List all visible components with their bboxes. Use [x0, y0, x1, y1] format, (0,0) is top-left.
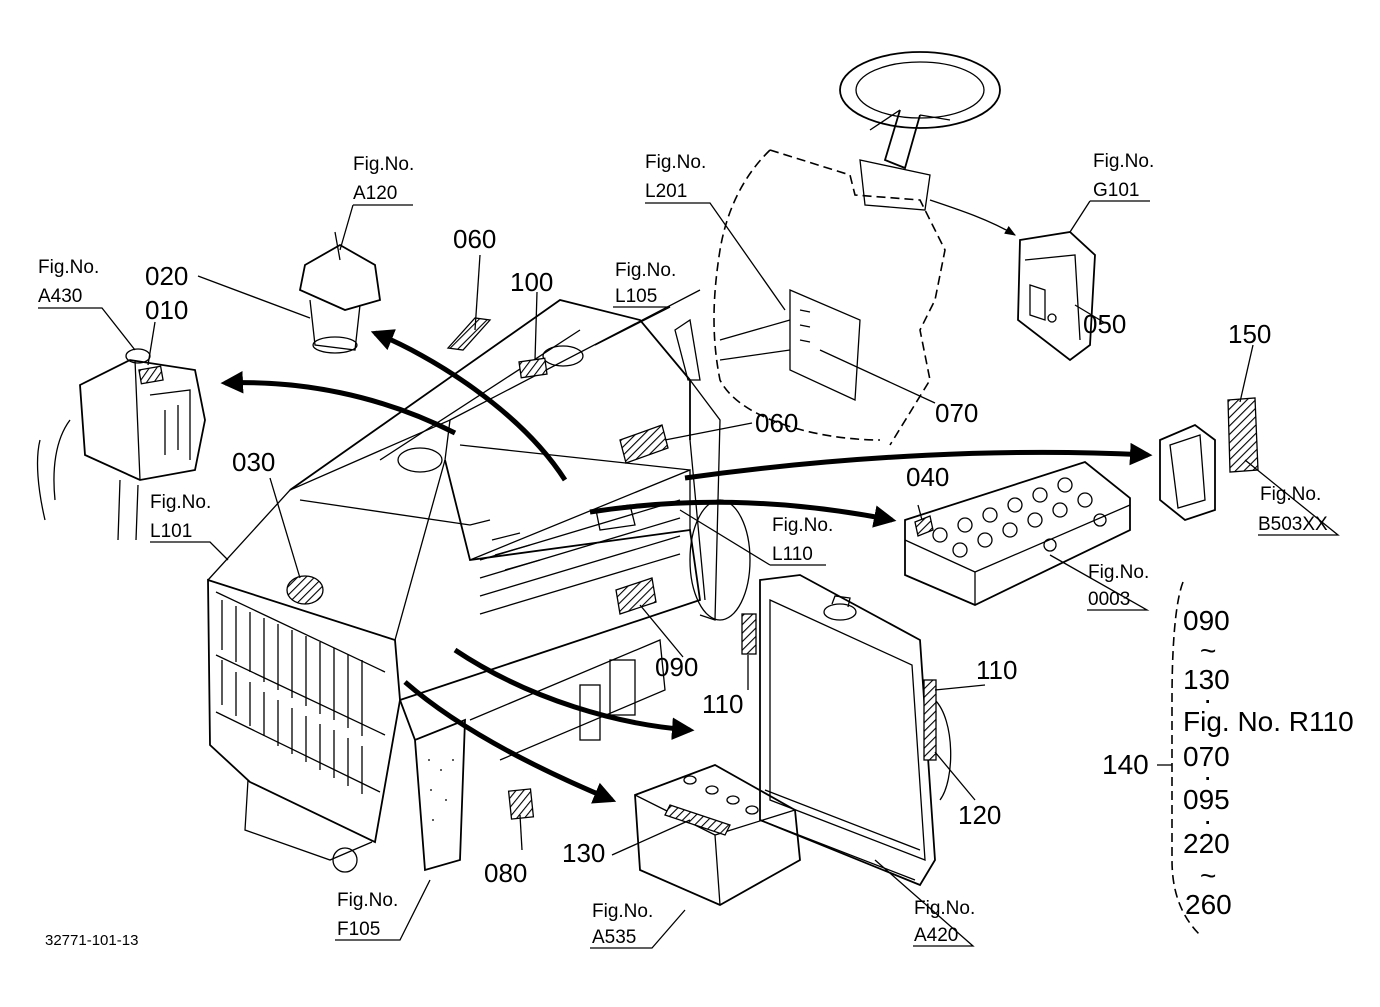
- legend-140-item-8: ·: [1203, 805, 1212, 836]
- steering-dashboard-drawing: [713, 51, 1001, 446]
- fig-ref-f105-caption: Fig.No.: [337, 890, 398, 911]
- part-number-100: 100: [510, 267, 553, 297]
- part-number-030: 030: [232, 447, 275, 477]
- fig-ref-g101-code: G101: [1093, 180, 1139, 201]
- fig-ref-f105-code: F105: [337, 919, 380, 940]
- radiator-drawing: [741, 574, 952, 887]
- grille-slots: [215, 591, 386, 794]
- fig-ref-0003-code: 0003: [1088, 589, 1130, 610]
- legend-140-item-3: ·: [1203, 684, 1212, 715]
- part-number-060-top: 060: [453, 224, 496, 254]
- fig-ref-a120-code: A120: [353, 183, 397, 204]
- part-number-020: 020: [145, 261, 188, 291]
- legend-140: 140 090 ~ 130 · Fig. No. R110 070 · 095 …: [1102, 581, 1354, 936]
- fig-ref-l201-code: L201: [645, 181, 687, 202]
- part-number-040: 040: [906, 462, 949, 492]
- fig-ref-a535-caption: Fig.No.: [592, 901, 653, 922]
- fig-ref-b503xx-code: B503XX: [1258, 514, 1328, 535]
- part-number-050: 050: [1083, 309, 1126, 339]
- part-number-080: 080: [484, 858, 527, 888]
- bracket-drawing: [1159, 397, 1259, 522]
- fig-ref-a120-caption: Fig.No.: [353, 154, 414, 175]
- part-number-110-right: 110: [976, 655, 1017, 685]
- fig-ref-g101-caption: Fig.No.: [1093, 151, 1154, 172]
- legend-140-item-9: 220: [1183, 828, 1230, 859]
- legend-140-item-4: Fig. No. R110: [1183, 706, 1354, 737]
- part-number-060-side: 060: [755, 408, 798, 438]
- part-number-070: 070: [935, 398, 978, 428]
- part-number-130: 130: [562, 838, 605, 868]
- part-number-labels: 020 010 030 060 100 060 070 050 150 040 …: [145, 224, 1271, 888]
- fuel-tank-drawing: [36, 348, 206, 541]
- fig-ref-l105-code: L105: [615, 286, 657, 307]
- fig-ref-l101-caption: Fig.No.: [150, 492, 211, 513]
- tractor-hood-drawing: [207, 289, 751, 873]
- legend-140-item-10: ~: [1200, 860, 1216, 891]
- legend-140-item-0: 090: [1183, 605, 1230, 636]
- fig-ref-a535-code: A535: [592, 927, 636, 948]
- fig-ref-l110-caption: Fig.No.: [772, 515, 833, 536]
- leader-lines: [38, 200, 1340, 949]
- legend-140-item-7: 095: [1183, 784, 1230, 815]
- reference-arrows: [220, 199, 1153, 804]
- part-number-110-left: 110: [702, 689, 743, 719]
- part-number-010: 010: [145, 295, 188, 325]
- legend-140-item-2: 130: [1183, 664, 1230, 695]
- figure-reference-labels: Fig.No. A120 Fig.No. A430 Fig.No. L201 F…: [38, 151, 1328, 948]
- fig-ref-a430-caption: Fig.No.: [38, 257, 99, 278]
- part-number-090: 090: [655, 652, 698, 682]
- fuel-filter-drawing: [298, 231, 382, 354]
- part-number-120: 120: [958, 800, 1001, 830]
- fig-ref-a420-caption: Fig.No.: [914, 898, 975, 919]
- legend-140-label: 140: [1102, 749, 1149, 780]
- cylinder-head-drawing: [904, 460, 1131, 606]
- legend-140-item-6: ·: [1203, 761, 1212, 792]
- battery-drawing: [634, 764, 801, 907]
- fig-ref-l201-caption: Fig.No.: [645, 152, 706, 173]
- drawing-code: 32771-101-13: [45, 932, 138, 949]
- fig-ref-l105-caption: Fig.No.: [615, 260, 676, 281]
- part-number-150: 150: [1228, 319, 1271, 349]
- fig-ref-b503xx-caption: Fig.No.: [1260, 484, 1321, 505]
- legend-140-item-5: 070: [1183, 741, 1230, 772]
- instrument-switch-drawing: [1017, 231, 1096, 362]
- fig-ref-0003-caption: Fig.No.: [1088, 562, 1149, 583]
- legend-140-item-11: 260: [1185, 889, 1232, 920]
- fig-ref-l110-code: L110: [772, 544, 813, 565]
- fig-ref-a430-code: A430: [38, 286, 82, 307]
- fig-ref-l101-code: L101: [150, 521, 192, 542]
- legend-140-item-1: ~: [1200, 635, 1216, 666]
- fig-ref-a420-code: A420: [914, 925, 958, 946]
